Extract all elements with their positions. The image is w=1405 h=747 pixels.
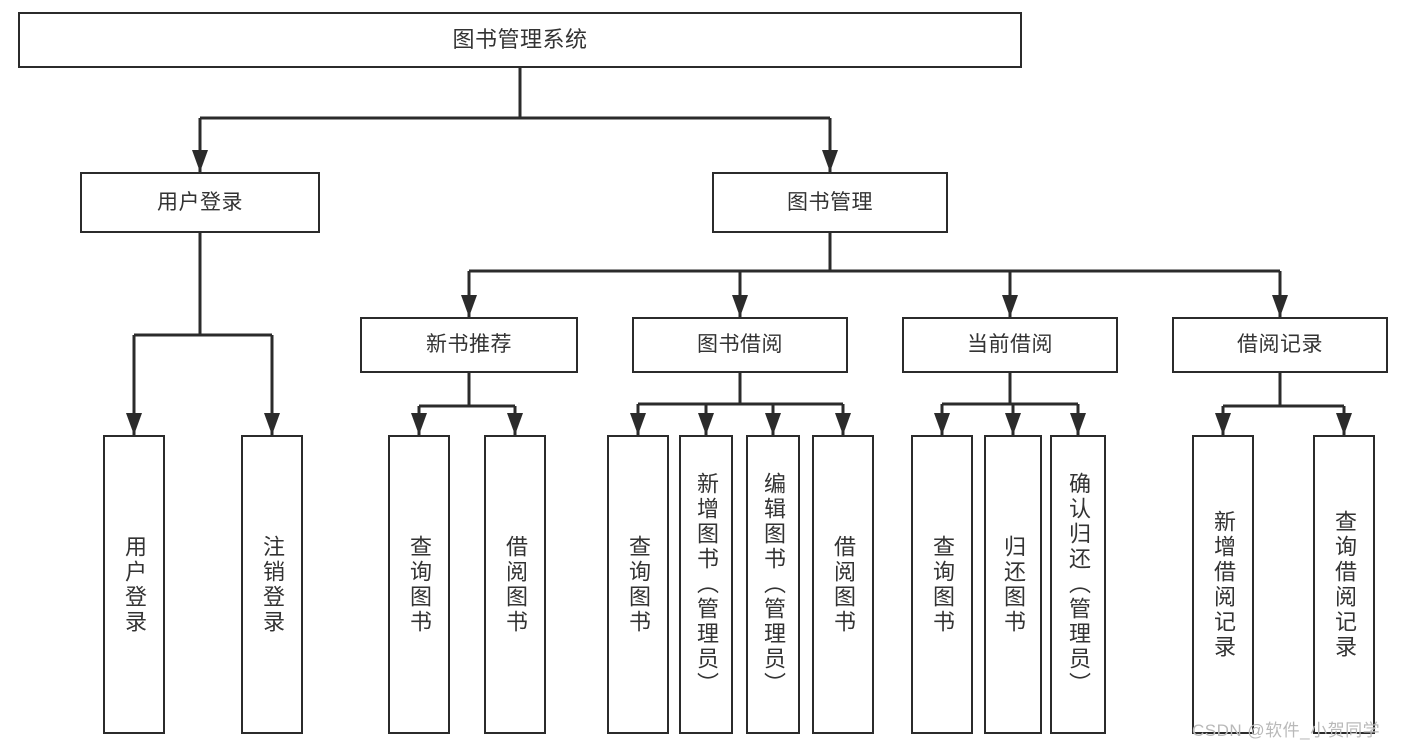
node-label: 归还图书 (1001, 534, 1026, 635)
node-user-login: 用户登录 (80, 172, 320, 233)
arrowhead-icon (507, 413, 523, 435)
node-leaf-borrow-book-2: 借阅图书 (812, 435, 874, 734)
node-label: 注销登录 (260, 534, 285, 635)
watermark-text: CSDN @软件_小贺同学 (1192, 721, 1381, 740)
node-book-borrow: 图书借阅 (632, 317, 848, 373)
node-label: 新增借阅记录 (1211, 509, 1236, 660)
node-leaf-query-record: 查询借阅记录 (1313, 435, 1375, 734)
node-label: 借阅记录 (1237, 333, 1323, 357)
arrowhead-icon (765, 413, 781, 435)
arrowhead-icon (461, 295, 477, 317)
node-label: 用户登录 (157, 190, 243, 214)
node-leaf-query-book-3: 查询图书 (911, 435, 973, 734)
node-label: 编辑图书（管理员） (761, 472, 786, 697)
arrowhead-icon (630, 413, 646, 435)
arrowhead-icon (822, 150, 838, 172)
arrowhead-icon (1272, 295, 1288, 317)
arrowhead-icon (835, 413, 851, 435)
node-label: 图书管理 (787, 190, 873, 214)
node-label: 当前借阅 (967, 333, 1053, 357)
node-leaf-logout: 注销登录 (241, 435, 303, 734)
node-leaf-borrow-book-1: 借阅图书 (484, 435, 546, 734)
node-label: 新增图书（管理员） (694, 472, 719, 697)
node-borrow-record: 借阅记录 (1172, 317, 1388, 373)
node-leaf-confirm-ret: 确认归还（管理员） (1050, 435, 1106, 734)
arrowhead-icon (1215, 413, 1231, 435)
arrowhead-icon (1005, 413, 1021, 435)
node-label: 借阅图书 (831, 534, 856, 635)
node-label: 用户登录 (122, 534, 147, 635)
arrowhead-icon (264, 413, 280, 435)
node-label: 查询图书 (930, 534, 955, 635)
node-leaf-edit-book: 编辑图书（管理员） (746, 435, 800, 734)
node-leaf-add-record: 新增借阅记录 (1192, 435, 1254, 734)
node-root: 图书管理系统 (18, 12, 1022, 68)
node-book-manage: 图书管理 (712, 172, 948, 233)
node-label: 图书借阅 (697, 333, 783, 357)
arrowhead-icon (411, 413, 427, 435)
node-leaf-query-book-2: 查询图书 (607, 435, 669, 734)
node-leaf-return-book: 归还图书 (984, 435, 1042, 734)
node-new-book-rec: 新书推荐 (360, 317, 578, 373)
node-label: 图书管理系统 (452, 26, 588, 52)
node-label: 查询图书 (407, 534, 432, 635)
arrowhead-icon (698, 413, 714, 435)
arrowhead-icon (1070, 413, 1086, 435)
node-label: 确认归还（管理员） (1066, 472, 1091, 697)
node-label: 查询借阅记录 (1332, 509, 1357, 660)
node-label: 借阅图书 (503, 534, 528, 635)
arrowhead-icon (934, 413, 950, 435)
arrowhead-icon (192, 150, 208, 172)
node-label: 查询图书 (626, 534, 651, 635)
node-current-borrow: 当前借阅 (902, 317, 1118, 373)
node-leaf-query-book-1: 查询图书 (388, 435, 450, 734)
node-leaf-user-login: 用户登录 (103, 435, 165, 734)
arrowhead-icon (732, 295, 748, 317)
arrowhead-icon (1002, 295, 1018, 317)
node-label: 新书推荐 (426, 333, 512, 357)
arrowhead-icon (126, 413, 142, 435)
node-leaf-add-book: 新增图书（管理员） (679, 435, 733, 734)
arrowhead-icon (1336, 413, 1352, 435)
